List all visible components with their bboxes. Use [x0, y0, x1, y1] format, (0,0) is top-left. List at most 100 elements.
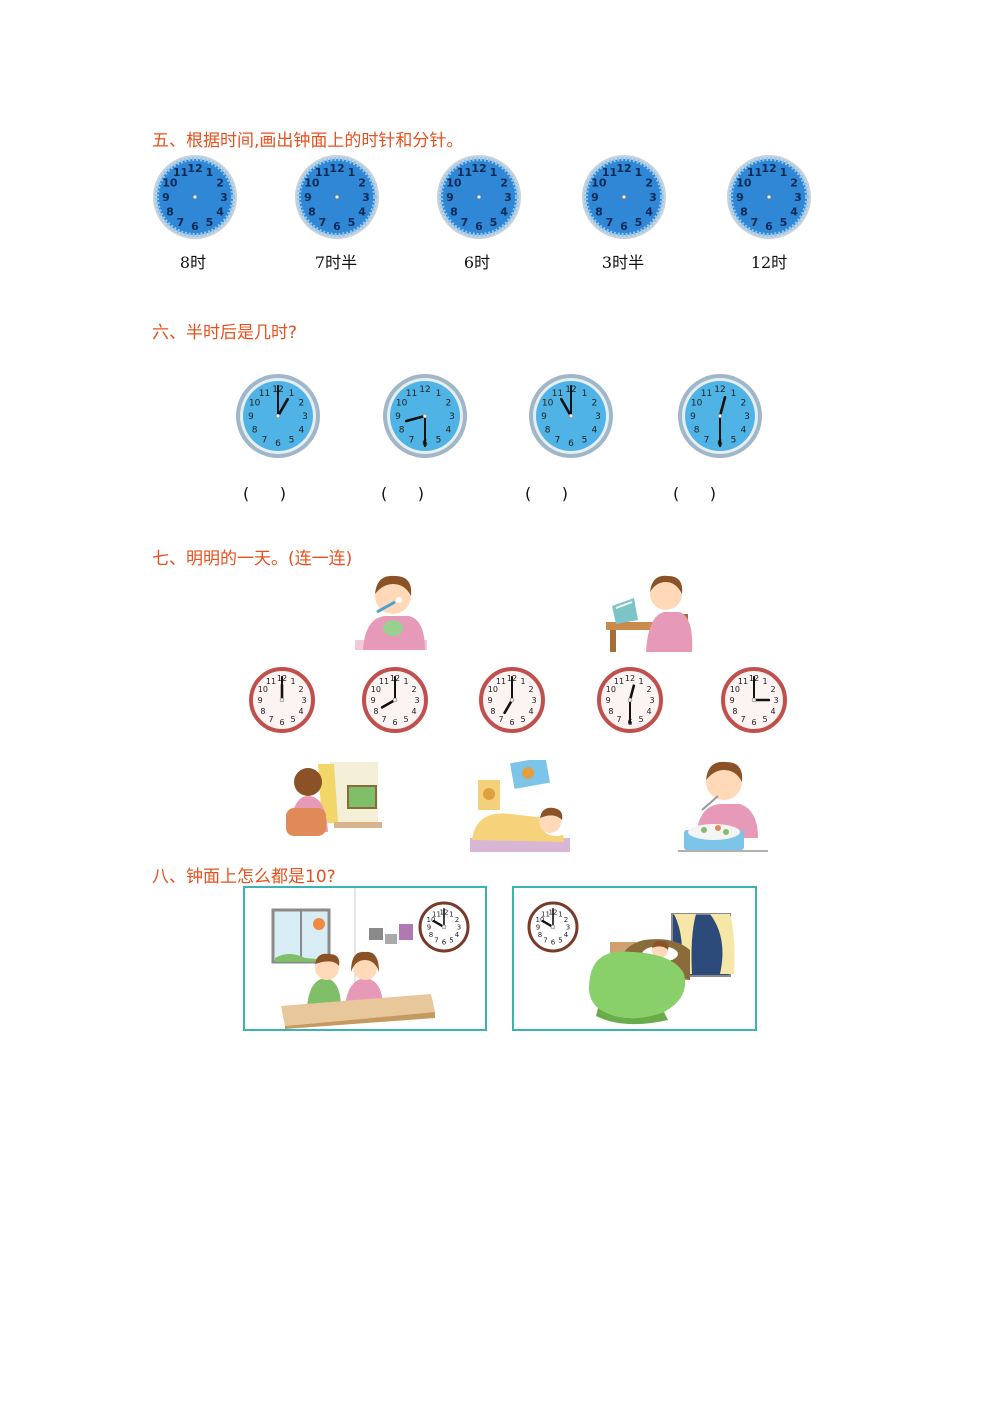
boy-at-window-illustration: [278, 762, 382, 836]
answer-blank[interactable]: ( ): [381, 484, 424, 503]
time-label: 8时: [179, 253, 207, 272]
clock-number: 2: [299, 685, 304, 694]
clock-number: 1: [348, 166, 356, 179]
clock-number: 11: [541, 911, 550, 919]
clock-number: 8: [595, 206, 603, 219]
clock-number: 7: [461, 216, 469, 229]
clock-number: 11: [406, 389, 417, 399]
section-5-title: 五、根据时间,画出钟面上的时针和分针。: [152, 131, 464, 151]
clock-number: 8: [252, 426, 258, 436]
clock-number: 5: [403, 715, 408, 724]
clock-number: 8: [740, 206, 748, 219]
clock-number: 8: [399, 426, 405, 436]
clock-number: 9: [257, 696, 262, 705]
clock-number: 7: [381, 715, 386, 724]
clock-number: 11: [173, 166, 188, 179]
clock-number: 6: [568, 439, 574, 449]
clock-number: 7: [616, 715, 621, 724]
clock-number: 10: [162, 177, 178, 190]
clock-number: 9: [446, 191, 454, 204]
clock-number: 1: [762, 677, 767, 686]
clock-number: 9: [729, 696, 734, 705]
clock-number: 2: [771, 685, 776, 694]
clock-number: 11: [259, 389, 270, 399]
clock-number: 1: [635, 166, 643, 179]
clock-number: 8: [373, 707, 378, 716]
clock-number: 9: [605, 696, 610, 705]
clock-number: 6: [275, 439, 281, 449]
clock-number: 10: [427, 916, 436, 924]
boy-eating-illustration: [678, 756, 768, 852]
clock-number: 10: [736, 177, 752, 190]
clock-number: 11: [315, 166, 330, 179]
clock-number: 2: [529, 685, 534, 694]
answer-blank[interactable]: ( ): [243, 484, 286, 503]
clock-number: 3: [301, 696, 306, 705]
clock-number: 10: [396, 399, 408, 409]
clock-number: 12: [616, 162, 631, 175]
clock-number: 1: [558, 911, 562, 919]
clock-number: 5: [780, 216, 788, 229]
clock-number: 11: [701, 389, 712, 399]
hour-hand: [404, 414, 427, 423]
clock-number: 7: [498, 715, 503, 724]
clock-number: 9: [541, 412, 547, 422]
clock-number: 9: [591, 191, 599, 204]
clock-number: 7: [177, 216, 185, 229]
clock-number: 8: [260, 707, 265, 716]
clock-number: 3: [566, 924, 570, 932]
clock-number: 3: [595, 412, 601, 422]
clock-number: 11: [552, 389, 563, 399]
clock-number: 10: [488, 685, 498, 694]
section-8-title: 八、钟面上怎么都是10?: [152, 867, 336, 887]
clock-number: 7: [434, 937, 438, 945]
clock-number: 7: [262, 436, 268, 446]
clock-number: 2: [455, 916, 459, 924]
clock-number: 4: [412, 707, 417, 716]
clock-number: 5: [490, 216, 498, 229]
clock-number: 10: [591, 177, 607, 190]
clock-number: 10: [691, 399, 703, 409]
answer-blank[interactable]: ( ): [525, 484, 568, 503]
clock-number: 1: [638, 677, 643, 686]
clock-number: 11: [457, 166, 472, 179]
clock-number: 12: [471, 162, 486, 175]
hour-hand: [559, 397, 573, 418]
clock-number: 1: [436, 389, 442, 399]
clock-number: 2: [358, 177, 366, 190]
clock-number: 1: [490, 166, 498, 179]
clock-number: 8: [429, 931, 433, 939]
hour-hand: [276, 397, 290, 418]
clock-number: 8: [732, 707, 737, 716]
answer-blank[interactable]: ( ): [673, 484, 716, 503]
clock-number: 5: [582, 436, 588, 446]
clock-number: 9: [487, 696, 492, 705]
clock-number: 1: [582, 389, 588, 399]
clock-number: 11: [614, 677, 624, 686]
section-6-title: 六、半时后是几时?: [152, 323, 298, 343]
clock-number: 9: [248, 412, 254, 422]
clock-number: 9: [162, 191, 170, 204]
clock-number: 5: [520, 715, 525, 724]
clock-number: 12: [187, 162, 202, 175]
clock-number: 2: [446, 399, 452, 409]
clock-number: 6: [333, 220, 341, 233]
clock-number: 1: [780, 166, 788, 179]
clock-number: 4: [647, 707, 652, 716]
clock-number: 4: [741, 426, 747, 436]
